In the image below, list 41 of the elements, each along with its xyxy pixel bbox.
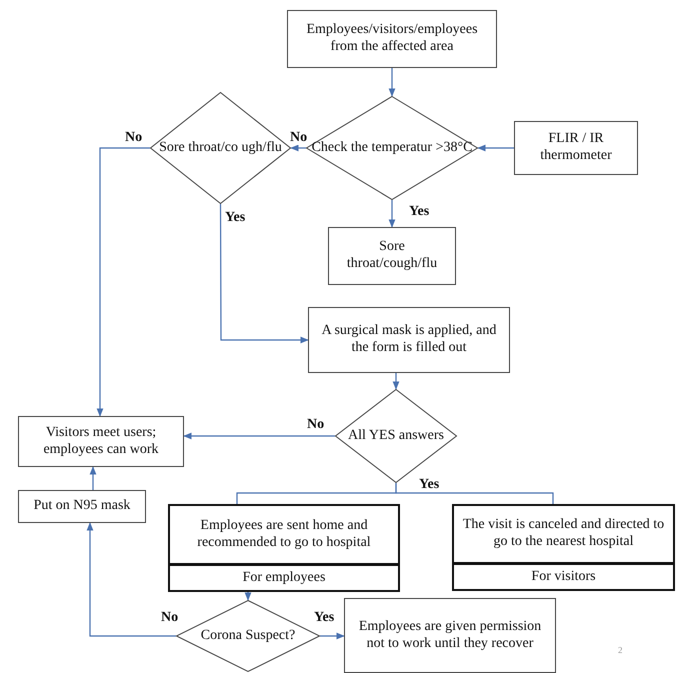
process-box [328, 227, 456, 285]
process-box [18, 416, 184, 467]
decision-diamond [306, 96, 478, 200]
page-number: 2 [618, 645, 622, 655]
arrow [220, 204, 309, 344]
node-subtitle: For visitors [454, 562, 673, 589]
arrow [90, 466, 96, 490]
process-box [18, 490, 146, 523]
node-text: Put on N95 mask [32, 498, 132, 515]
process-box [168, 504, 400, 592]
arrow [183, 432, 335, 440]
node-text: Employees are given permission not to work until they recover [358, 618, 542, 652]
arrow [290, 144, 306, 152]
arrow [477, 144, 514, 152]
process-box [287, 10, 497, 68]
node-text: Sore throat/cough/flu [346, 239, 438, 273]
decision-diamond [150, 92, 291, 204]
node-text: All YES answers [348, 428, 444, 444]
node-text: Employees/visitors/employees from the affected area [305, 22, 479, 56]
node-text: Employees are sent home and recommended to go to hospital [196, 516, 372, 552]
node-text: Corona Suspect? [200, 628, 296, 644]
arrow [388, 200, 396, 228]
node-text: Visitors meet users; employees can work [42, 424, 160, 458]
arrow [392, 373, 400, 390]
connector-line [395, 483, 554, 504]
process-box [308, 307, 510, 373]
node-text: The visit is canceled and directed to go to the nearest hospital [462, 516, 666, 551]
process-box [452, 504, 675, 591]
process-box [514, 121, 638, 175]
arrow [86, 522, 176, 637]
arrow [244, 592, 252, 601]
process-box [344, 598, 556, 673]
node-subtitle: For employees [170, 563, 398, 590]
edge-label: No [289, 130, 308, 146]
arrow [320, 632, 345, 640]
arrow [96, 147, 150, 417]
node-text: A surgical mask is applied, and the form is filled out [320, 323, 498, 357]
node-text: Sore throat/co ugh/flu [159, 140, 282, 156]
node-text: FLIR / IR thermometer [539, 131, 613, 165]
node-text: Check the temperatur >38°C [312, 140, 472, 156]
arrow [388, 68, 396, 97]
